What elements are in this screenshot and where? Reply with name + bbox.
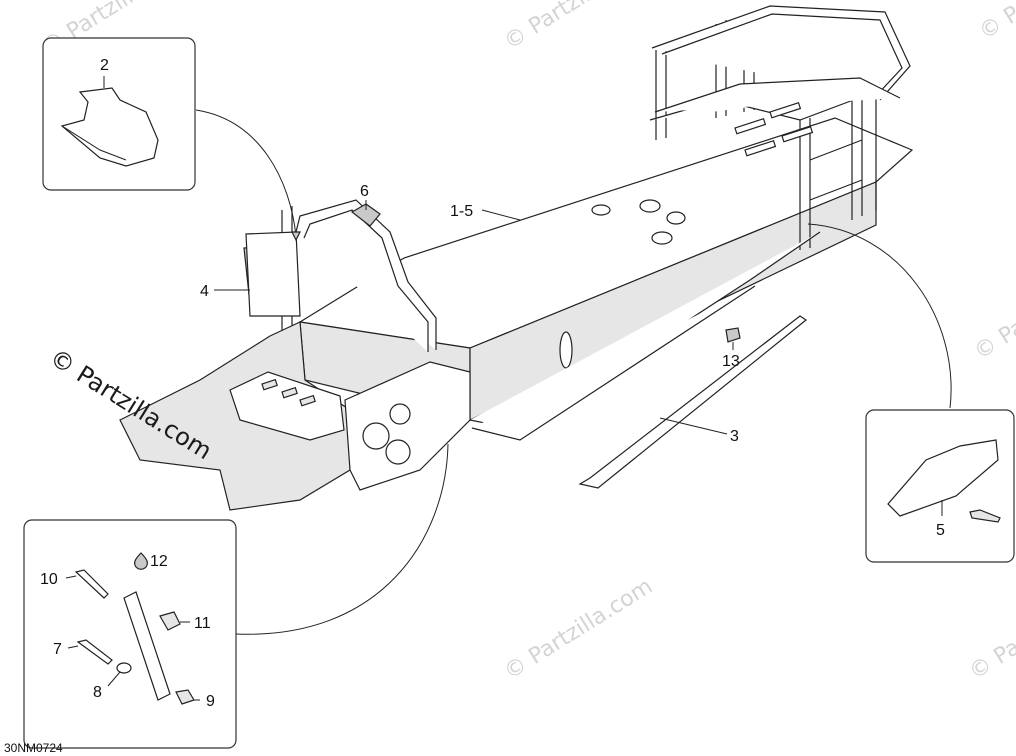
rack-slot-4 — [781, 125, 814, 143]
watermark-lower-center: © Partzilla.com — [500, 574, 657, 685]
side-rail-inner — [471, 285, 756, 441]
front-frame — [281, 199, 437, 352]
watermark-lower-right: © Partzilla.com — [965, 574, 1016, 685]
rack-slot-3 — [744, 139, 777, 157]
label-part-1-5: 1-5 — [450, 203, 473, 220]
bracket-part-5 — [887, 439, 999, 517]
bracket-part-6 — [350, 203, 381, 227]
callout-box-part-2 — [42, 37, 196, 191]
cradle-slot-1 — [261, 378, 278, 391]
spacer-tube — [123, 591, 171, 701]
bolt-part-7 — [76, 639, 113, 665]
push-pin-part-13 — [725, 327, 741, 343]
diagram-code: 30NM0724 — [4, 741, 63, 755]
nut-part-11 — [159, 611, 181, 631]
watermark-mid-right: © Partzilla.com — [970, 254, 1016, 365]
tunnel-hole-3 — [666, 211, 686, 225]
label-part-6: 6 — [360, 183, 369, 200]
watermark-top-center: © Partzilla.com — [500, 0, 657, 55]
callout-box-part-5 — [865, 409, 1015, 563]
cradle-slot-3 — [299, 394, 316, 407]
bracket-part-2 — [60, 87, 159, 167]
callout-box-hardware — [23, 519, 237, 749]
bulkhead-hole-1 — [362, 422, 390, 450]
tunnel-hole-5 — [559, 331, 573, 369]
callout-frame-hardware — [23, 519, 237, 749]
washer-part-8 — [116, 662, 132, 674]
label-part-4: 4 — [200, 283, 209, 300]
bulkhead-hole-2 — [389, 403, 411, 425]
leader-arc-5 — [807, 223, 952, 409]
label-part-2: 2 — [100, 57, 109, 74]
rack-slot-1 — [734, 117, 767, 135]
bolt-part-5 — [969, 509, 1001, 523]
leader-arc-hardware — [235, 443, 449, 635]
rack-slot-2 — [769, 101, 802, 119]
bolt-part-10 — [74, 569, 109, 599]
label-part-5: 5 — [936, 522, 945, 539]
tunnel-hole-4 — [651, 231, 673, 245]
tunnel-hole-2 — [639, 199, 661, 213]
label-part-13: 13 — [722, 353, 740, 370]
watermark-top-right: © Partzilla.com — [975, 0, 1016, 45]
label-part-10: 10 — [40, 571, 58, 588]
engine-cradle — [229, 371, 345, 441]
part-labels: 1-5 2 3 4 5 6 7 8 9 10 11 12 13 30NM0724 — [4, 57, 945, 755]
leader-arc-2 — [195, 109, 297, 237]
tunnel-hole-1 — [591, 204, 611, 216]
label-part-3: 3 — [730, 428, 739, 445]
arrow-head-2 — [291, 231, 301, 242]
label-part-9: 9 — [206, 693, 215, 710]
chassis-frame — [119, 5, 914, 511]
slide-rail-part-3 — [578, 315, 808, 489]
droplet-icon — [134, 552, 148, 570]
label-part-11: 11 — [194, 615, 211, 632]
panel-part-4 — [245, 231, 301, 317]
label-part-12: 12 — [150, 553, 168, 570]
bulkhead-plate — [344, 361, 471, 491]
label-part-8: 8 — [93, 684, 102, 701]
rear-rack — [649, 5, 911, 250]
cradle-slot-2 — [281, 386, 298, 399]
label-part-7: 7 — [53, 641, 62, 658]
bulkhead-hole-3 — [385, 439, 411, 465]
